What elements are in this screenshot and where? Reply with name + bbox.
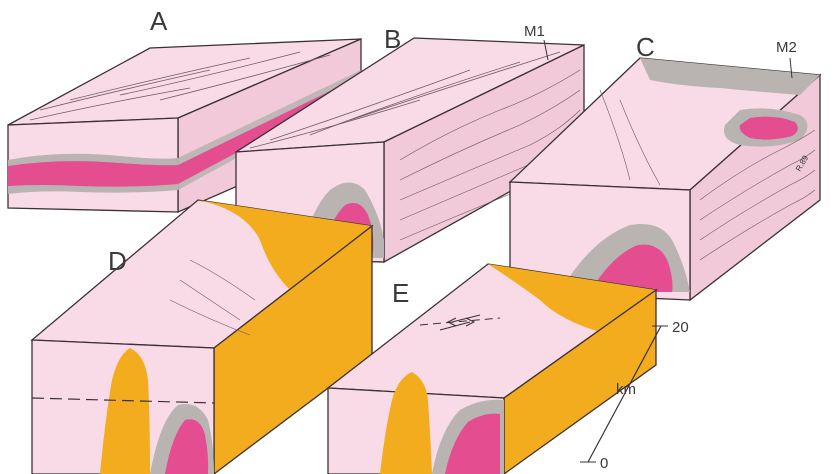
scale-label-bottom: 0 <box>600 455 608 472</box>
scale-unit-label: km <box>616 381 636 398</box>
label-m1: M1 <box>524 23 545 40</box>
scale-label-top: 20 <box>672 319 689 336</box>
block-c-magenta-fold <box>740 117 798 140</box>
block-e: E <box>328 264 656 474</box>
label-b: B <box>384 24 401 54</box>
label-e: E <box>392 278 409 308</box>
label-c: C <box>636 32 655 62</box>
label-m2: M2 <box>776 39 797 56</box>
block-d: D <box>32 200 372 474</box>
label-a: A <box>150 6 168 36</box>
label-d: D <box>108 246 127 276</box>
